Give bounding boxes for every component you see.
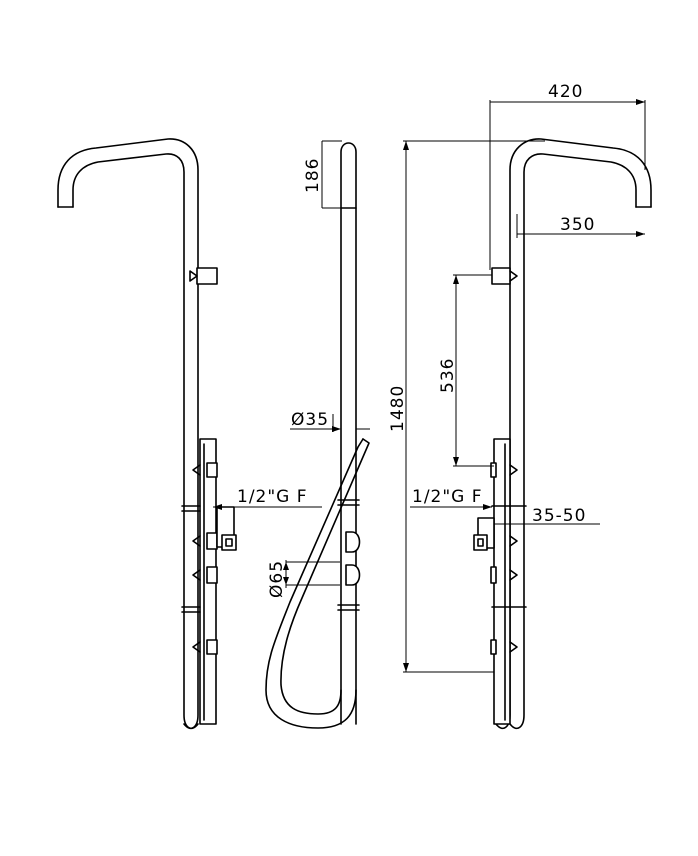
front-connector-nut — [221, 534, 237, 551]
right-knob-1-back — [490, 462, 497, 478]
side-knob-2 — [345, 564, 361, 586]
right-pipe-inner — [509, 153, 637, 730]
front-knob-2-tip — [192, 535, 201, 547]
front-thread-arrow — [213, 504, 222, 510]
right-1480-arrow-bottom — [403, 663, 409, 672]
front-knob-2 — [206, 532, 218, 550]
right-knob-1 — [509, 464, 518, 476]
right-knob-3 — [509, 569, 518, 581]
right-536-arrow-top — [453, 275, 459, 284]
right-350-label: 350 — [560, 215, 595, 235]
right-536-arrow-bottom — [453, 457, 459, 466]
right-view: 1/2"G F 35-50 420 350 1480 536 — [388, 82, 652, 730]
right-connector-nut — [473, 534, 488, 551]
right-thread-arrow — [483, 504, 492, 510]
right-thread-label: 1/2"G F — [412, 487, 483, 507]
side-d65-arrow-a — [283, 562, 289, 570]
side-hand-shower — [265, 438, 364, 729]
right-420-label: 420 — [548, 82, 583, 102]
front-pipe-outer — [57, 138, 199, 730]
right-420-arrow — [636, 99, 645, 105]
front-knob-4-tip — [192, 641, 201, 653]
side-d35-label: Ø35 — [291, 410, 329, 430]
side-knob-1 — [345, 531, 361, 553]
front-knob-1-tip — [192, 464, 201, 476]
front-diverter — [196, 267, 218, 285]
right-diverter — [491, 267, 511, 285]
side-pipe — [340, 142, 357, 725]
front-view: 1/2"G F — [57, 138, 322, 730]
right-diverter-tip — [509, 270, 518, 282]
front-knob-3-tip — [192, 569, 201, 581]
right-1480-arrow-top — [403, 141, 409, 150]
front-knob-1 — [206, 462, 218, 478]
right-knob-4-back — [490, 639, 497, 655]
side-d65-label: Ø65 — [267, 560, 287, 598]
right-35-50-label: 35-50 — [532, 506, 586, 526]
right-536-label: 536 — [438, 358, 458, 393]
side-hand-shower-inner — [280, 438, 370, 715]
right-knob-2 — [509, 535, 518, 547]
right-knob-3-back — [490, 566, 497, 584]
front-thread-label: 1/2"G F — [237, 487, 308, 507]
front-pipe-inner — [72, 153, 199, 730]
front-diverter-tip — [189, 270, 198, 282]
side-d65-arrow-b — [283, 577, 289, 585]
side-d35-arrow — [332, 426, 341, 432]
side-186-label: 186 — [303, 158, 323, 193]
right-350-arrow — [636, 231, 645, 237]
right-pipe-outer — [495, 138, 652, 730]
front-knob-3 — [206, 566, 218, 584]
right-connector-hole — [477, 538, 484, 547]
right-1480-label: 1480 — [388, 385, 408, 432]
right-knob-4 — [509, 641, 518, 653]
front-connector-hole — [225, 538, 233, 547]
side-view: Ø35 Ø65 186 — [265, 140, 370, 729]
front-knob-4 — [206, 639, 218, 655]
